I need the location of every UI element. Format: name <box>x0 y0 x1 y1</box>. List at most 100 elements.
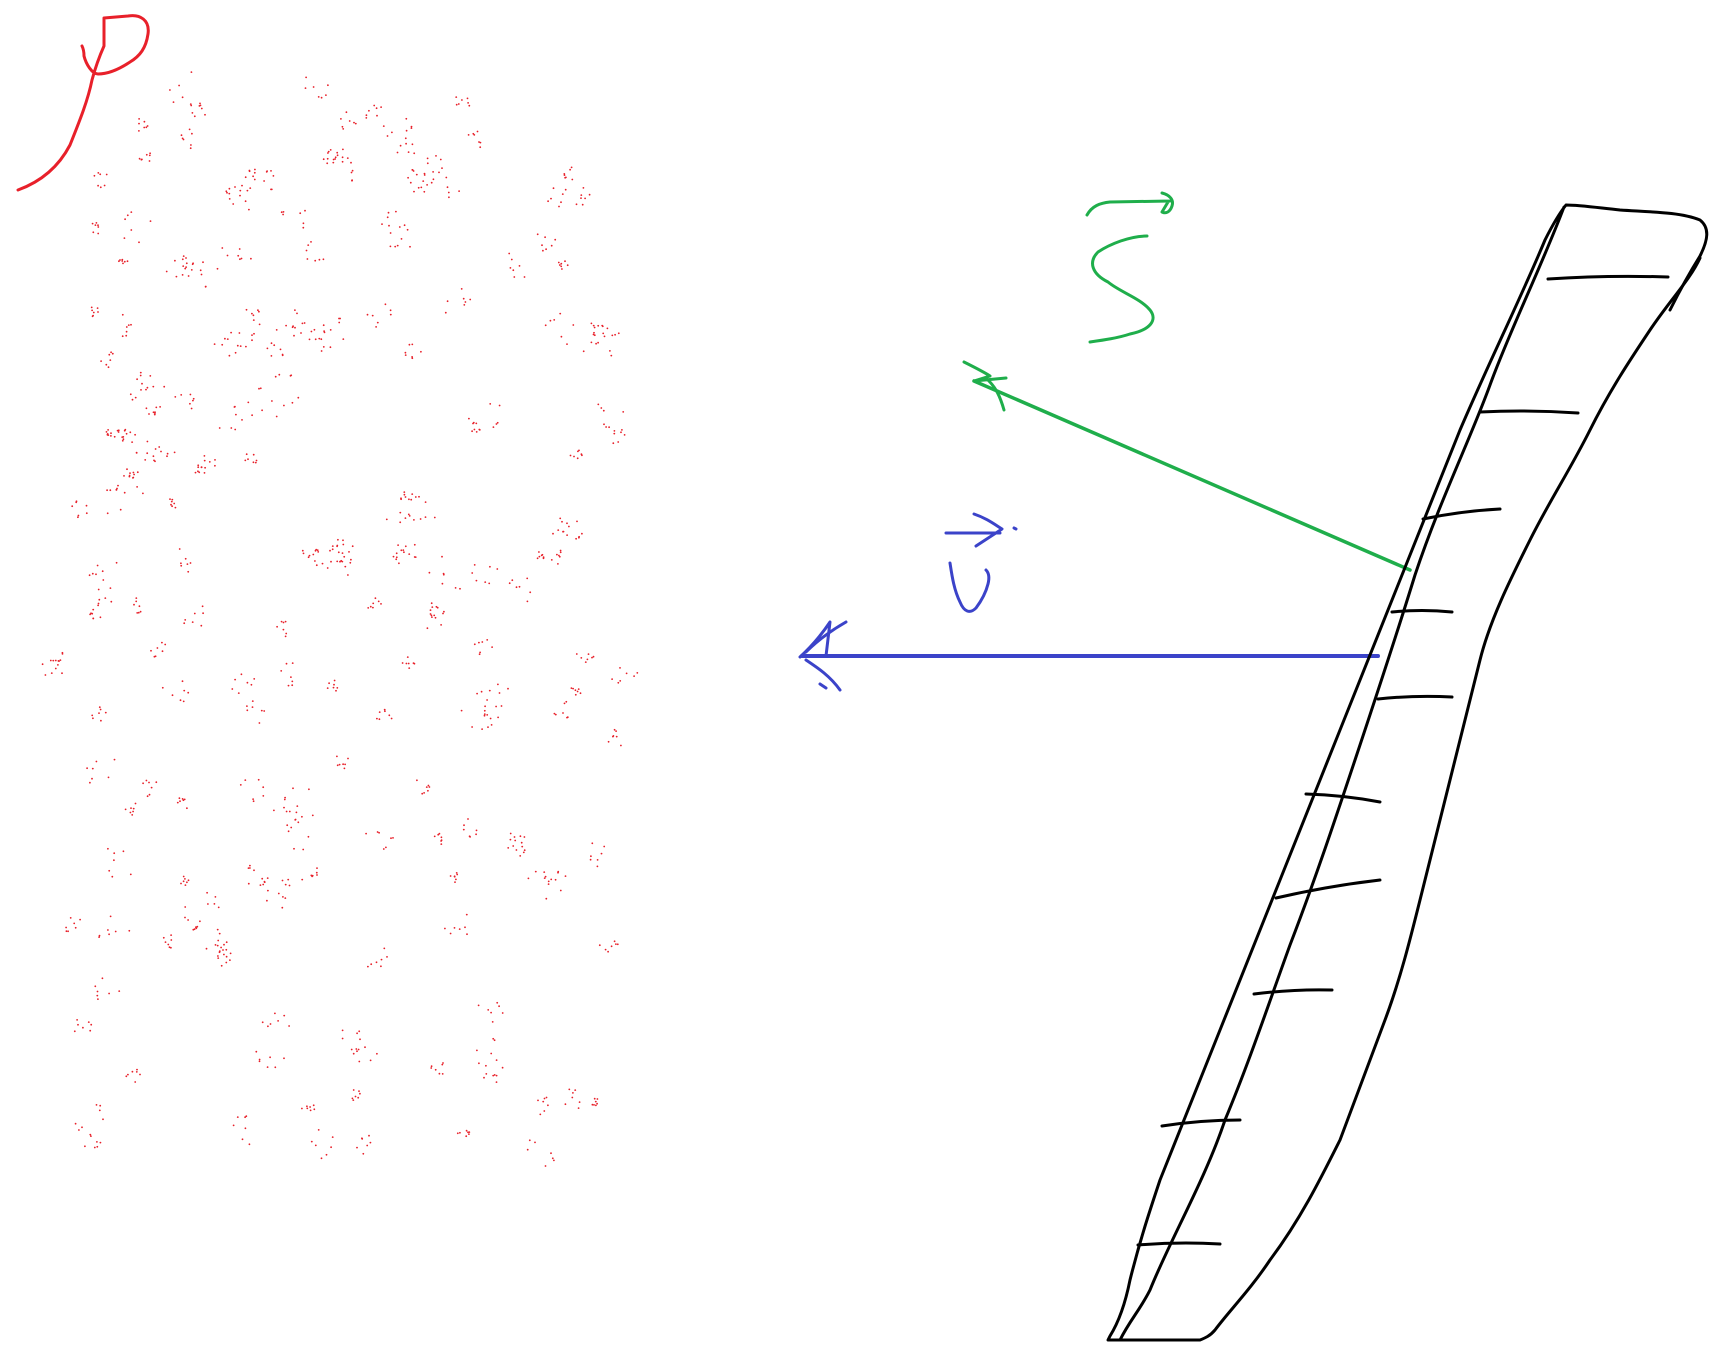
particle-dot <box>305 249 308 252</box>
particle-dot <box>355 1048 358 1050</box>
particle-dot <box>91 714 94 717</box>
particle-dot <box>251 700 254 702</box>
particle-dot <box>85 512 88 515</box>
particle-dot <box>253 678 256 680</box>
particle-dot <box>322 258 325 261</box>
particle-dot <box>365 114 368 117</box>
particle-dot <box>121 436 124 438</box>
particle-dot <box>343 555 346 558</box>
particle-dot <box>491 646 493 648</box>
particle-dot <box>308 554 311 557</box>
particle-dot <box>433 516 436 519</box>
particle-dot <box>423 190 426 193</box>
particle-dot <box>435 605 438 608</box>
particle-dot <box>477 1004 480 1007</box>
particle-dot <box>410 498 413 501</box>
particle-dot <box>396 244 399 247</box>
particle-dot <box>274 1066 277 1069</box>
particle-dot <box>240 673 243 676</box>
particle-dot <box>357 1096 360 1099</box>
particle-dot <box>398 562 400 565</box>
particle-dot <box>296 312 298 315</box>
particle-dot <box>601 325 604 328</box>
particle-dot <box>326 687 329 689</box>
particle-dot <box>358 1090 360 1092</box>
particle-dot <box>250 683 253 686</box>
particle-dot <box>169 89 171 91</box>
particle-dot <box>511 579 514 582</box>
particle-dot <box>284 620 287 623</box>
particle-dot <box>614 333 616 336</box>
particle-dot <box>87 1021 90 1023</box>
particle-dot <box>308 788 310 791</box>
particle-dot <box>560 265 563 268</box>
particle-dot <box>317 1129 320 1131</box>
particle-dot <box>131 814 134 816</box>
particle-dot <box>550 878 553 881</box>
particle-dot <box>383 947 386 950</box>
particle-dot <box>138 241 140 244</box>
particle-dot <box>411 493 414 495</box>
particle-dot <box>247 882 250 885</box>
particle-dot <box>186 881 188 884</box>
particle-dot <box>413 662 416 665</box>
particle-dot <box>597 403 600 406</box>
particle-dot <box>591 842 594 845</box>
particle-dot <box>404 517 407 519</box>
particle-dot <box>519 835 522 838</box>
particle-dot <box>173 502 176 505</box>
particle-dot <box>467 818 469 820</box>
particle-dot <box>224 337 226 340</box>
particle-dot <box>161 641 163 644</box>
particle-dot <box>180 134 183 137</box>
particle-dot <box>508 252 511 255</box>
particle-dot <box>97 172 100 174</box>
particle-dot <box>130 807 132 809</box>
particle-dot <box>124 428 127 431</box>
particle-dot <box>441 167 443 170</box>
particle-dot <box>271 400 273 402</box>
particle-dot <box>232 1124 235 1127</box>
particle-cluster <box>41 71 639 1167</box>
particle-dot <box>407 176 409 179</box>
particle-dot <box>536 233 539 236</box>
particle-dot <box>322 158 325 161</box>
particle-dot <box>495 1081 498 1083</box>
particle-dot <box>305 76 307 79</box>
particle-dot <box>99 186 102 189</box>
particle-dot <box>205 947 208 950</box>
particle-dot <box>459 587 461 590</box>
particle-dot <box>372 606 374 609</box>
particle-dot <box>91 315 94 318</box>
particle-dot <box>612 442 615 445</box>
particle-dot <box>574 693 577 696</box>
particle-dot <box>125 326 128 328</box>
particle-dot <box>418 495 420 498</box>
particle-dot <box>438 171 440 174</box>
particle-dot <box>129 873 132 876</box>
particle-dot <box>572 1092 574 1094</box>
particle-dot <box>395 556 398 559</box>
particle-dot <box>89 1133 92 1136</box>
particle-dot <box>314 560 316 562</box>
particle-dot <box>304 209 306 212</box>
particle-dot <box>460 288 463 290</box>
particle-dot <box>569 454 572 457</box>
particle-dot <box>163 385 166 388</box>
particle-dot <box>98 936 100 938</box>
particle-dot <box>225 190 228 193</box>
particle-dot <box>174 259 176 262</box>
particle-dot <box>413 190 415 193</box>
particle-dot <box>282 896 284 898</box>
particle-dot <box>183 622 186 625</box>
particle-dot <box>110 600 113 603</box>
particle-dot <box>314 259 317 262</box>
particle-dot <box>125 334 128 337</box>
particle-dot <box>296 805 299 807</box>
particle-dot <box>148 781 150 784</box>
particle-dot <box>122 262 124 265</box>
particle-dot <box>467 102 469 104</box>
particle-dot <box>336 154 339 157</box>
particle-dot <box>592 655 595 658</box>
particle-dot <box>396 151 399 154</box>
